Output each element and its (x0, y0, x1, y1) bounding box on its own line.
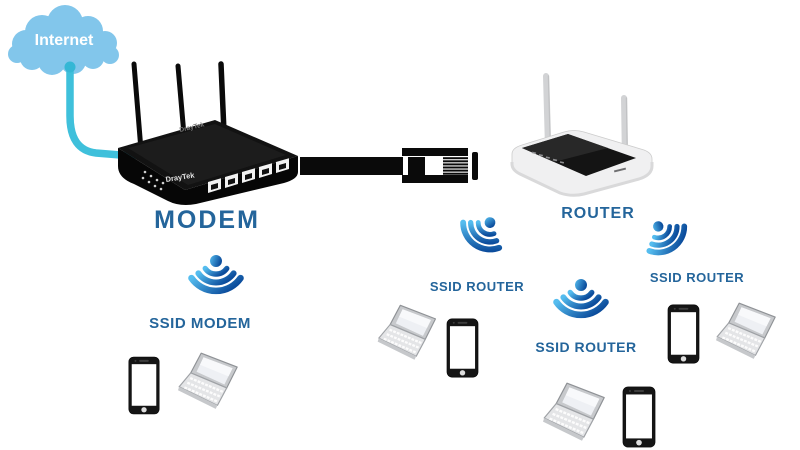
ssid-modem-label: SSID MODEM (149, 315, 251, 332)
ssid-router-left-label: SSID ROUTER (429, 279, 525, 294)
wifi-signal-icon (188, 254, 244, 295)
ssid-router-middle-label: SSID ROUTER (535, 339, 637, 355)
wifi-signal-icon (553, 278, 609, 319)
smartphone-icon (128, 356, 160, 415)
modem-label: MODEM (154, 206, 260, 234)
laptop-icon (543, 382, 605, 441)
smartphone-icon (667, 304, 700, 364)
modem-device-icon: DrayTek DrayTek (118, 61, 298, 205)
smartphone-icon (446, 318, 479, 378)
wifi-signal-icon (646, 221, 688, 256)
laptop-icon (716, 302, 776, 359)
internet-label: Internet (34, 32, 94, 49)
router-device-icon (510, 73, 654, 197)
laptop-icon (178, 352, 238, 409)
ssid-router-right-label: SSID ROUTER (649, 270, 745, 285)
router-label: ROUTER (561, 205, 635, 222)
modem-leds (141, 170, 165, 191)
wifi-signal-icon (460, 217, 503, 253)
internet-cloud-icon (8, 5, 119, 75)
smartphone-icon (622, 386, 656, 448)
internet-wire (64, 61, 137, 160)
router-leds (531, 151, 627, 173)
ethernet-cable-icon (300, 148, 478, 183)
laptop-icon (377, 304, 437, 360)
